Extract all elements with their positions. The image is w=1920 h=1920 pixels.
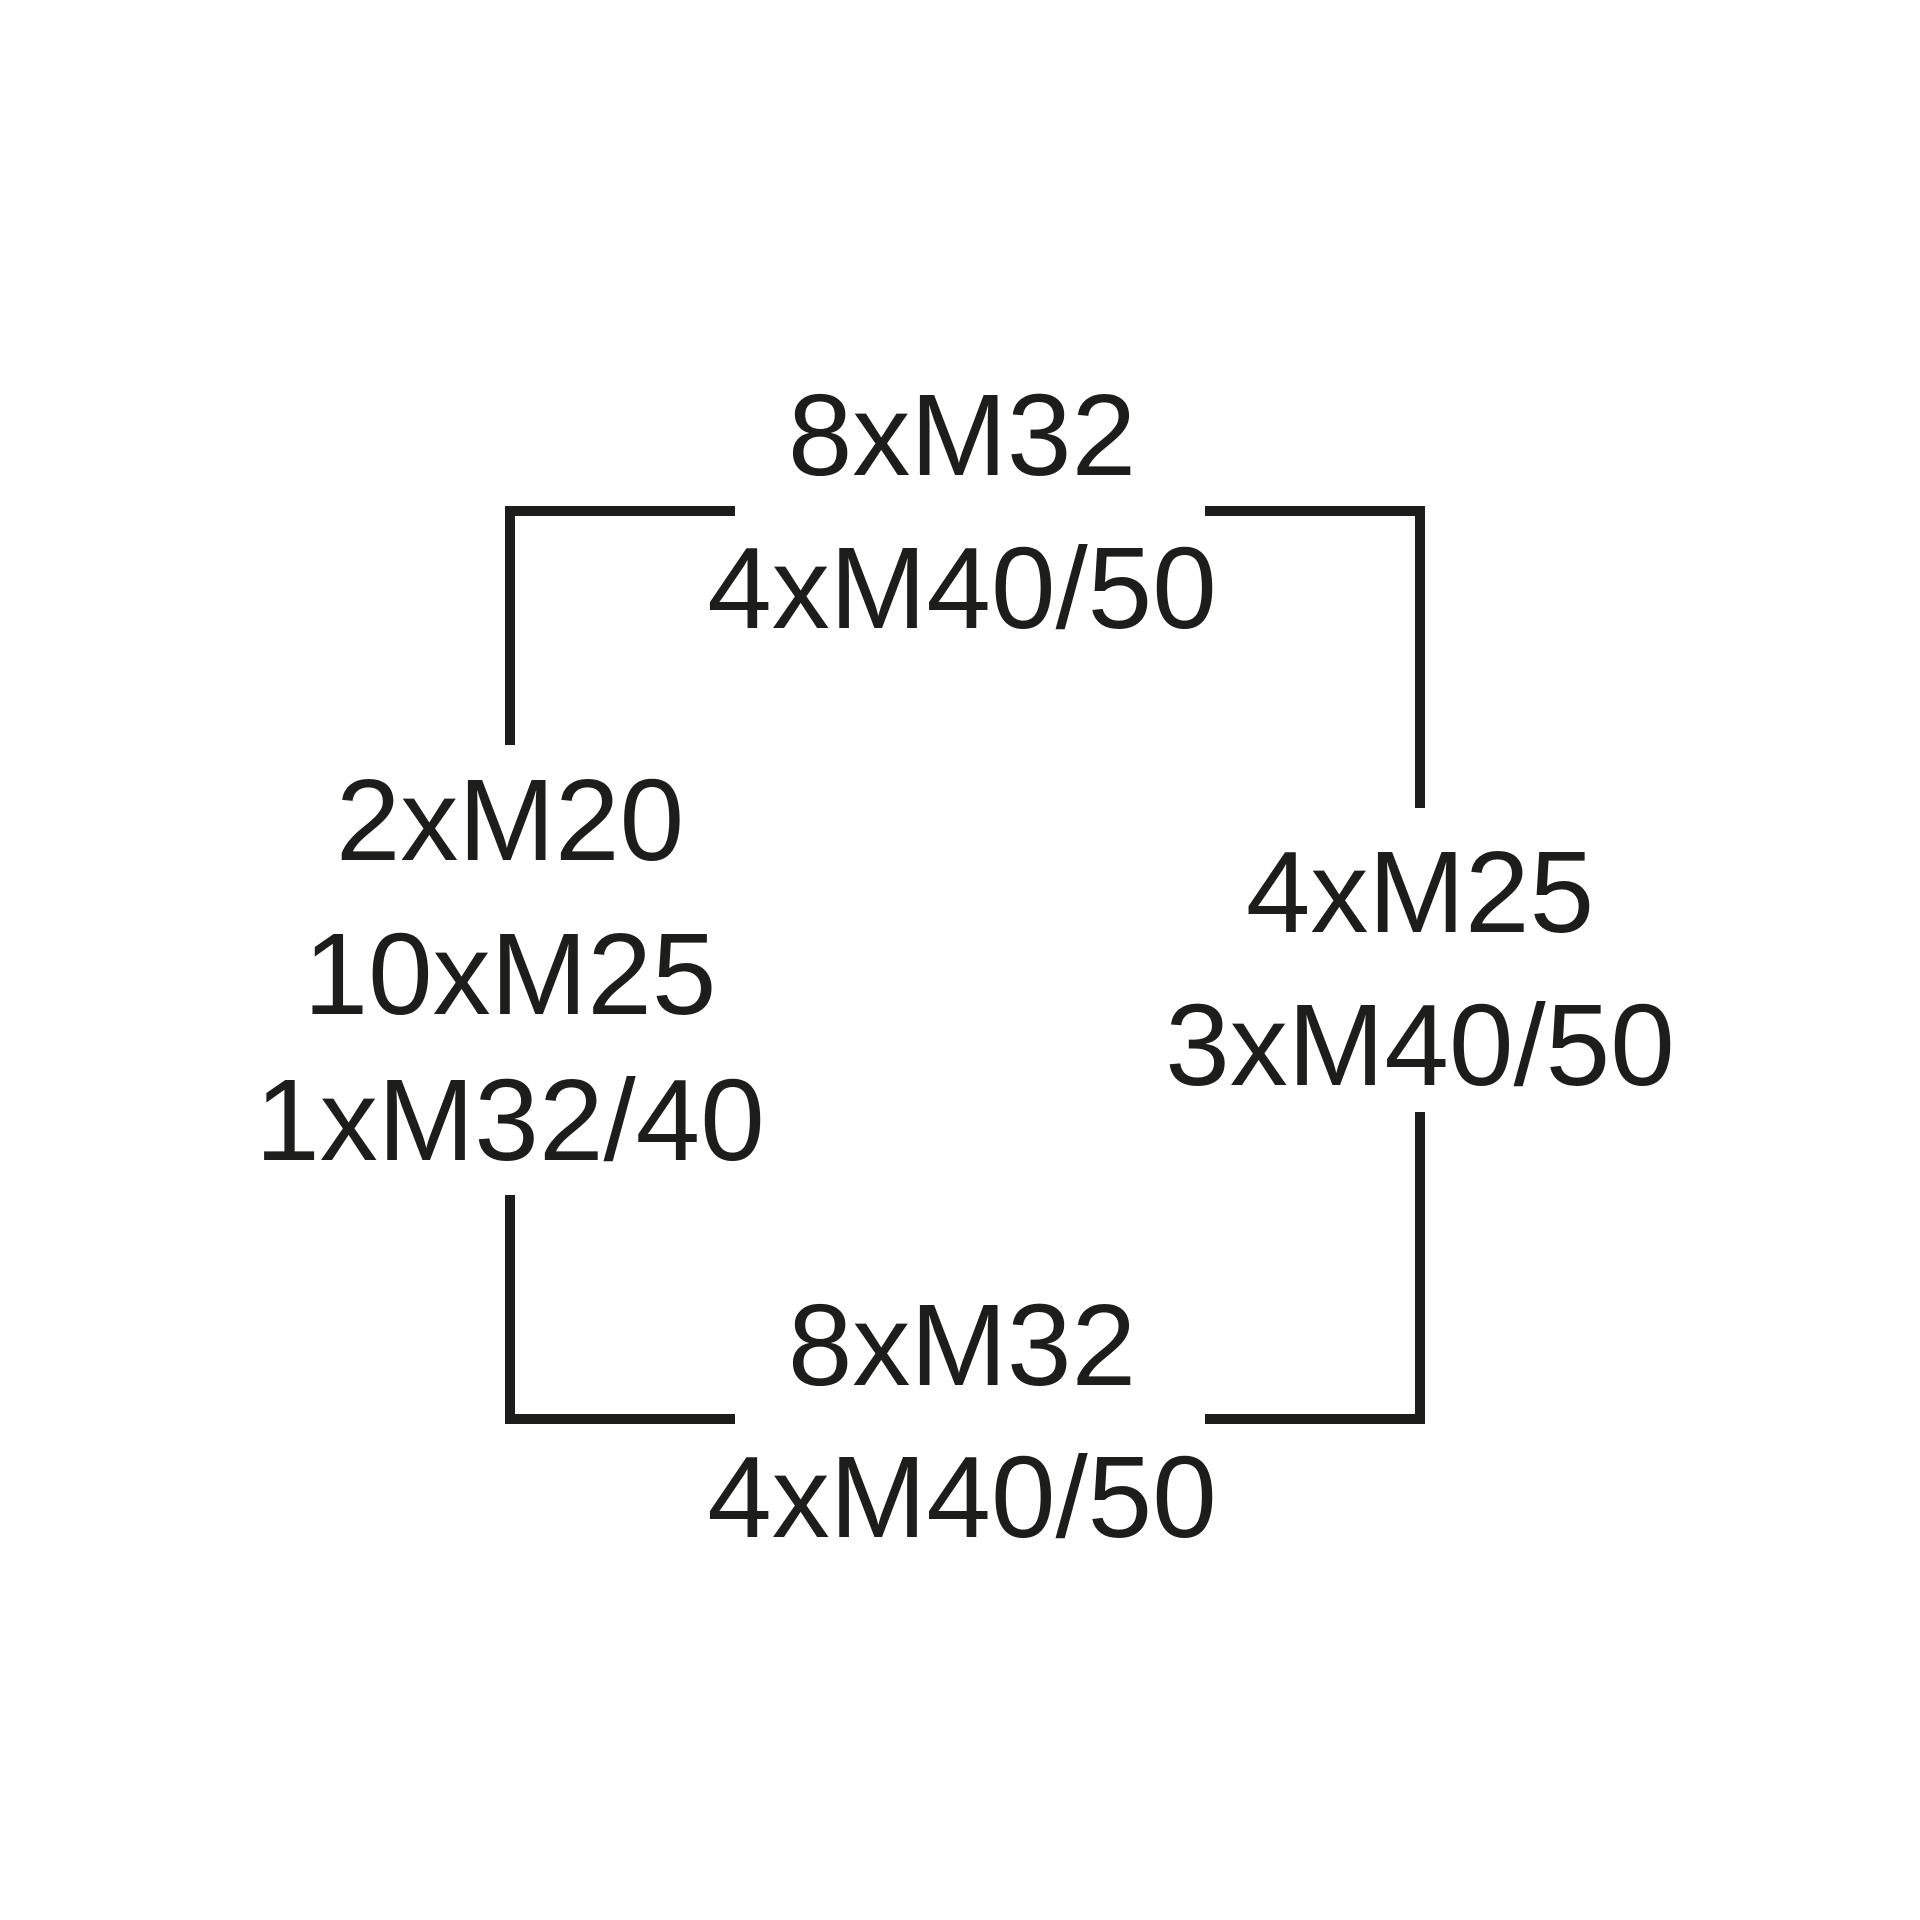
right-label-1: 4xM25 (1246, 827, 1594, 957)
top-side-labels: 8xM32 4xM40/50 (707, 370, 1216, 653)
right-side-labels: 4xM25 3xM40/50 (1165, 827, 1674, 1110)
bottom-label-1: 8xM32 (788, 1280, 1136, 1410)
left-label-1: 2xM20 (336, 755, 684, 885)
left-side-labels: 2xM20 10xM25 1xM32/40 (255, 755, 764, 1185)
bottom-side-labels: 8xM32 4xM40/50 (707, 1280, 1216, 1562)
top-label-1: 8xM32 (788, 370, 1136, 500)
left-label-3: 1xM32/40 (255, 1055, 764, 1185)
box-outline (505, 506, 1425, 1424)
right-label-2: 3xM40/50 (1165, 980, 1674, 1110)
top-label-2: 4xM40/50 (707, 523, 1216, 653)
left-label-2: 10xM25 (304, 909, 717, 1039)
bottom-label-2: 4xM40/50 (707, 1432, 1216, 1562)
